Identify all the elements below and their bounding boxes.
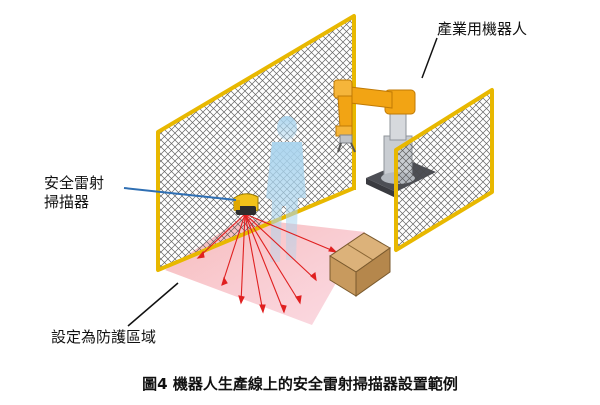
zone-leader-line bbox=[127, 282, 179, 327]
laser-scanner-icon bbox=[233, 193, 259, 215]
label-scanner-line2: 掃描器 bbox=[44, 193, 90, 211]
label-protection-zone: 設定為防護區域 bbox=[51, 328, 157, 346]
robot-leader-line bbox=[421, 37, 438, 79]
fence-front bbox=[394, 88, 494, 252]
label-industrial-robot: 產業用機器人 bbox=[437, 20, 528, 38]
cardboard-box-icon bbox=[329, 232, 391, 297]
person-silhouette-icon bbox=[266, 116, 306, 262]
label-scanner-line1: 安全雷射 bbox=[44, 174, 105, 192]
laser-rays bbox=[196, 213, 338, 314]
label-safety-laser-scanner: 安全雷射 掃描器 bbox=[44, 174, 104, 212]
scanner-leader-line bbox=[123, 187, 237, 201]
figure-caption: 圖4 機器人生產線上的安全雷射掃描器設置範例 bbox=[142, 375, 458, 393]
